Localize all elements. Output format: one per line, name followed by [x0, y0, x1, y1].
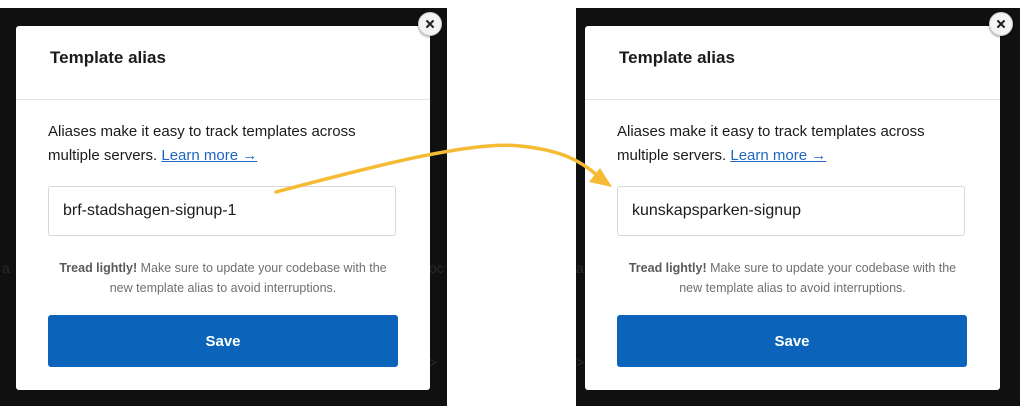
warning-note: Tread lightly! Make sure to update your …	[48, 258, 398, 298]
modal-title: Template alias	[50, 48, 166, 67]
warning-note-bold: Tread lightly!	[628, 261, 707, 275]
before-screenshot: a oc > Template alias Aliases make it ea…	[0, 8, 447, 406]
background-glimpse: oc	[429, 260, 444, 276]
modal-body: Aliases make it easy to track templates …	[16, 100, 430, 367]
modal-body: Aliases make it easy to track templates …	[585, 100, 1000, 367]
save-button[interactable]: Save	[48, 315, 398, 367]
close-button[interactable]	[989, 12, 1013, 36]
template-alias-input[interactable]	[617, 186, 965, 236]
modal-header: Template alias	[16, 26, 430, 100]
template-alias-modal: Template alias Aliases make it easy to t…	[585, 26, 1000, 390]
description-text: Aliases make it easy to track templates …	[617, 123, 925, 164]
warning-note-text: Make sure to update your codebase with t…	[109, 261, 387, 295]
modal-description: Aliases make it easy to track templates …	[48, 120, 398, 168]
background-glimpse: >	[429, 354, 438, 370]
template-alias-modal: Template alias Aliases make it easy to t…	[16, 26, 430, 390]
learn-more-link[interactable]: Learn more →	[730, 147, 827, 164]
modal-description: Aliases make it easy to track templates …	[617, 120, 968, 168]
save-button[interactable]: Save	[617, 315, 967, 367]
close-button[interactable]	[418, 12, 442, 36]
background-glimpse: a	[576, 260, 584, 276]
close-icon	[997, 20, 1005, 28]
modal-header: Template alias	[585, 26, 1000, 100]
close-icon	[426, 20, 434, 28]
warning-note-bold: Tread lightly!	[59, 261, 138, 275]
modal-title: Template alias	[619, 48, 735, 67]
template-alias-input[interactable]	[48, 186, 396, 236]
warning-note: Tread lightly! Make sure to update your …	[617, 258, 968, 298]
background-glimpse: a	[2, 260, 10, 276]
description-text: Aliases make it easy to track templates …	[48, 123, 356, 164]
after-screenshot: a > Template alias Aliases make it easy …	[576, 8, 1020, 406]
warning-note-text: Make sure to update your codebase with t…	[679, 261, 957, 295]
background-glimpse: >	[576, 354, 585, 370]
learn-more-link[interactable]: Learn more →	[161, 147, 258, 164]
